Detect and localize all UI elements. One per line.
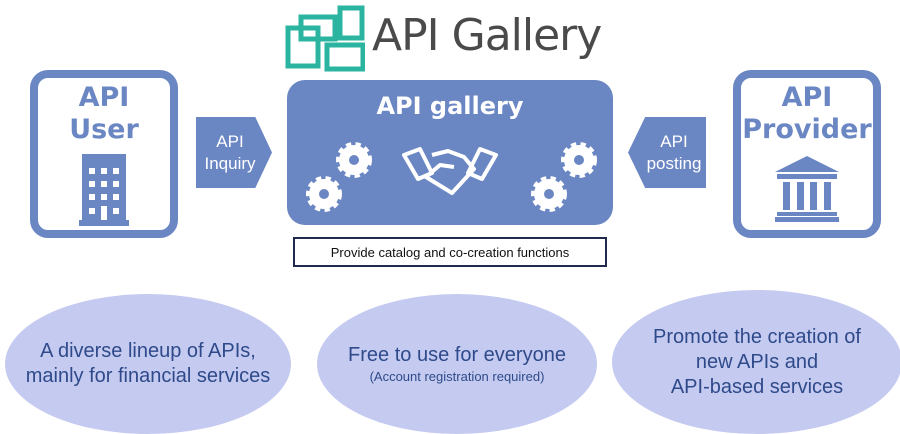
api-provider-box: API Provider [733, 70, 881, 238]
logo-text: API Gallery [372, 10, 602, 61]
feature-ellipse-2: Free to use for everyone (Account regist… [317, 294, 597, 434]
feature-3-line2: new APIs and [695, 350, 819, 373]
feature-2-line1: Free to use for everyone [348, 343, 566, 366]
bank-icon [775, 156, 839, 222]
api-gallery-box: API gallery [287, 80, 613, 225]
feature-1-line2: mainly for financial services [25, 365, 271, 387]
api-gallery-logo-icon [285, 5, 365, 72]
api-provider-title-2: Provider [742, 114, 872, 145]
gear-icon [531, 142, 597, 212]
inquiry-line1: API [216, 131, 244, 151]
handshake-icon [402, 147, 498, 195]
posting-line1: API [660, 131, 688, 151]
api-user-title-2: User [69, 114, 139, 145]
inquiry-line2: Inquiry [204, 153, 256, 173]
feature-3-line1: Promote the creation of [653, 325, 861, 348]
feature-ellipse-1: A diverse lineup of APIs, mainly for fin… [5, 294, 291, 434]
feature-3-line3: API-based services [670, 375, 844, 398]
api-user-title-1: API [78, 82, 130, 113]
feature-2-note: (Account registration required) [369, 368, 545, 384]
building-icon [79, 154, 129, 226]
center-title: API gallery [376, 92, 524, 120]
caption-box: Provide catalog and co-creation function… [293, 237, 607, 267]
gear-icon [306, 142, 372, 212]
api-provider-title-1: API [781, 82, 833, 113]
posting-line2: posting [646, 153, 702, 173]
feature-ellipse-3: Promote the creation of new APIs and API… [612, 290, 900, 434]
feature-1-line1: A diverse lineup of APIs, [40, 340, 256, 362]
api-user-box: API User [30, 70, 178, 238]
